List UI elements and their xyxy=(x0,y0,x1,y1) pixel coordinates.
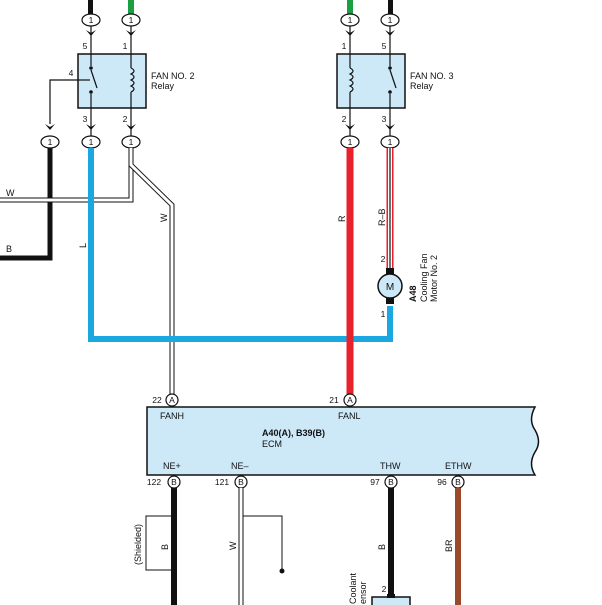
wire-b-black xyxy=(0,148,53,261)
svg-text:1: 1 xyxy=(48,137,53,147)
feed-wire-fan2-left xyxy=(88,0,93,14)
connector-mid-1: 1 xyxy=(40,135,60,149)
svg-text:A: A xyxy=(347,395,353,405)
svg-text:W: W xyxy=(228,541,238,550)
svg-text:121: 121 xyxy=(215,477,229,487)
feed-wire-fan3-left-green xyxy=(347,0,353,14)
svg-text:FANH: FANH xyxy=(160,411,184,421)
svg-text:3: 3 xyxy=(382,114,387,124)
svg-text:4: 4 xyxy=(69,68,74,78)
svg-text:B: B xyxy=(160,544,170,550)
fan3-relay-name: FAN NO. 3 xyxy=(410,71,454,81)
connector-top-2: 1 xyxy=(121,13,141,27)
svg-text:5: 5 xyxy=(382,41,387,51)
fan2-relay-type: Relay xyxy=(151,81,175,91)
svg-text:BR: BR xyxy=(444,539,454,552)
svg-text:1: 1 xyxy=(89,137,94,147)
ecm-terminal-thw: B xyxy=(384,475,398,489)
svg-text:B: B xyxy=(388,477,394,487)
svg-text:B: B xyxy=(455,477,461,487)
svg-text:NE+: NE+ xyxy=(163,461,181,471)
ecm-terminal-fanl: A xyxy=(343,393,357,407)
fan-no2-relay xyxy=(77,53,147,109)
svg-text:W: W xyxy=(6,188,15,198)
ecm-subtitle: ECM xyxy=(262,439,282,449)
svg-text:1: 1 xyxy=(388,15,393,25)
svg-text:122: 122 xyxy=(147,477,161,487)
motor-name-2: Motor No. 2 xyxy=(429,255,439,302)
svg-text:2: 2 xyxy=(123,114,128,124)
svg-text:97: 97 xyxy=(370,477,380,487)
svg-text:1: 1 xyxy=(388,137,393,147)
svg-text:L: L xyxy=(78,243,88,248)
svg-text:2: 2 xyxy=(381,254,386,264)
connector-top-4: 1 xyxy=(380,13,400,27)
connector-mid-4: 1 xyxy=(340,135,360,149)
svg-text:FANL: FANL xyxy=(338,411,361,421)
svg-text:THW: THW xyxy=(380,461,401,471)
svg-text:1: 1 xyxy=(123,41,128,51)
ecm-terminal-nem: B xyxy=(234,475,248,489)
motor-name-1: Cooling Fan xyxy=(419,253,429,302)
ecm-terminal-fanh: A xyxy=(165,393,179,407)
svg-text:21: 21 xyxy=(329,395,339,405)
svg-text:1: 1 xyxy=(342,41,347,51)
svg-text:M: M xyxy=(386,282,394,293)
feed-wire-fan2-right-green xyxy=(128,0,134,14)
svg-text:W: W xyxy=(159,213,169,222)
motor-id: A48 xyxy=(408,285,418,302)
connector-mid-2: 1 xyxy=(81,135,101,149)
svg-text:Coolant: Coolant xyxy=(348,572,358,604)
connector-mid-5: 1 xyxy=(380,135,400,149)
svg-text:ETHW: ETHW xyxy=(445,461,472,471)
svg-text:1: 1 xyxy=(348,15,353,25)
connector-top-1: 1 xyxy=(81,13,101,27)
svg-text:B: B xyxy=(377,544,387,550)
cooling-fan-motor: M xyxy=(377,268,403,304)
svg-text:96: 96 xyxy=(437,477,447,487)
svg-text:1: 1 xyxy=(129,137,134,147)
fan2-relay-name: FAN NO. 2 xyxy=(151,71,195,81)
svg-text:1: 1 xyxy=(381,309,386,319)
svg-text:22: 22 xyxy=(152,395,162,405)
svg-text:NE–: NE– xyxy=(231,461,249,471)
svg-text:3: 3 xyxy=(83,114,88,124)
fan-no3-relay xyxy=(336,53,406,109)
svg-text:5: 5 xyxy=(83,41,88,51)
svg-text:R–B: R–B xyxy=(377,208,387,226)
shielded-label: (Shielded) xyxy=(133,524,143,565)
svg-text:R: R xyxy=(337,215,347,222)
svg-text:ensor: ensor xyxy=(358,581,368,604)
feed-wire-fan3-right xyxy=(388,0,393,14)
svg-text:1: 1 xyxy=(89,15,94,25)
svg-text:B: B xyxy=(6,244,12,254)
svg-text:1: 1 xyxy=(348,137,353,147)
connector-mid-3: 1 xyxy=(121,135,141,149)
shield-bracket xyxy=(145,515,283,571)
connector-top-3: 1 xyxy=(340,13,360,27)
svg-text:A: A xyxy=(169,395,175,405)
ecm-terminal-nep: B xyxy=(167,475,181,489)
coolant-sensor xyxy=(371,594,411,605)
wire-w-left xyxy=(0,148,134,203)
ecm-terminal-ethw: B xyxy=(451,475,465,489)
fan3-relay-type: Relay xyxy=(410,81,434,91)
svg-text:1: 1 xyxy=(129,15,134,25)
svg-text:B: B xyxy=(171,477,177,487)
svg-text:B: B xyxy=(238,477,244,487)
wire-l-blue xyxy=(88,148,393,342)
ecm-box xyxy=(146,406,540,476)
svg-text:2: 2 xyxy=(382,584,387,594)
ecm-title: A40(A), B39(B) xyxy=(262,428,325,438)
svg-text:2: 2 xyxy=(342,114,347,124)
